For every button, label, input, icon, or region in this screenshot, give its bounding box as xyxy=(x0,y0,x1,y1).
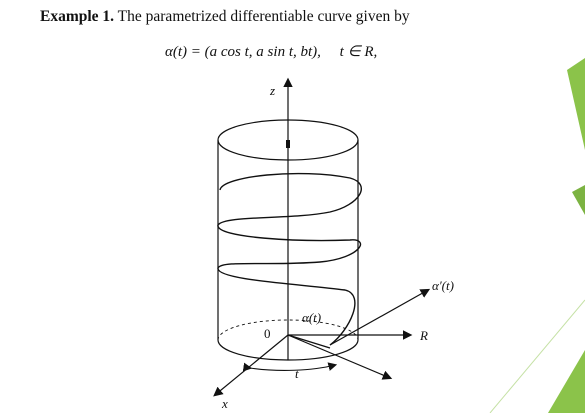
r-axis-label: R xyxy=(419,328,428,343)
alpha-vector xyxy=(287,334,331,349)
alpha-label: α(t) xyxy=(302,310,321,325)
angle-label: t xyxy=(295,366,299,381)
y-axis xyxy=(287,334,393,380)
x-axis xyxy=(213,334,289,397)
origin-label: 0 xyxy=(264,326,271,341)
slide-accent-decoration xyxy=(489,58,585,413)
z-axis-tick xyxy=(286,140,290,148)
example-label: Example 1. xyxy=(40,8,115,25)
x-axis-label: x xyxy=(221,396,228,411)
example-text: The parametrized differentiable curve gi… xyxy=(117,8,410,25)
alpha-prime-vector xyxy=(329,288,431,346)
curve-formula: α(t) = (a cos t, a sin t, bt), t ∈ R, xyxy=(165,44,378,60)
cylinder-bottom-back xyxy=(217,319,359,341)
alpha-prime-label: α′(t) xyxy=(432,278,454,293)
example-heading: Example 1. The parametrized differentiab… xyxy=(40,8,560,26)
z-axis-label: z xyxy=(269,83,275,98)
helix-curve xyxy=(217,172,362,346)
angle-arc xyxy=(242,362,338,372)
